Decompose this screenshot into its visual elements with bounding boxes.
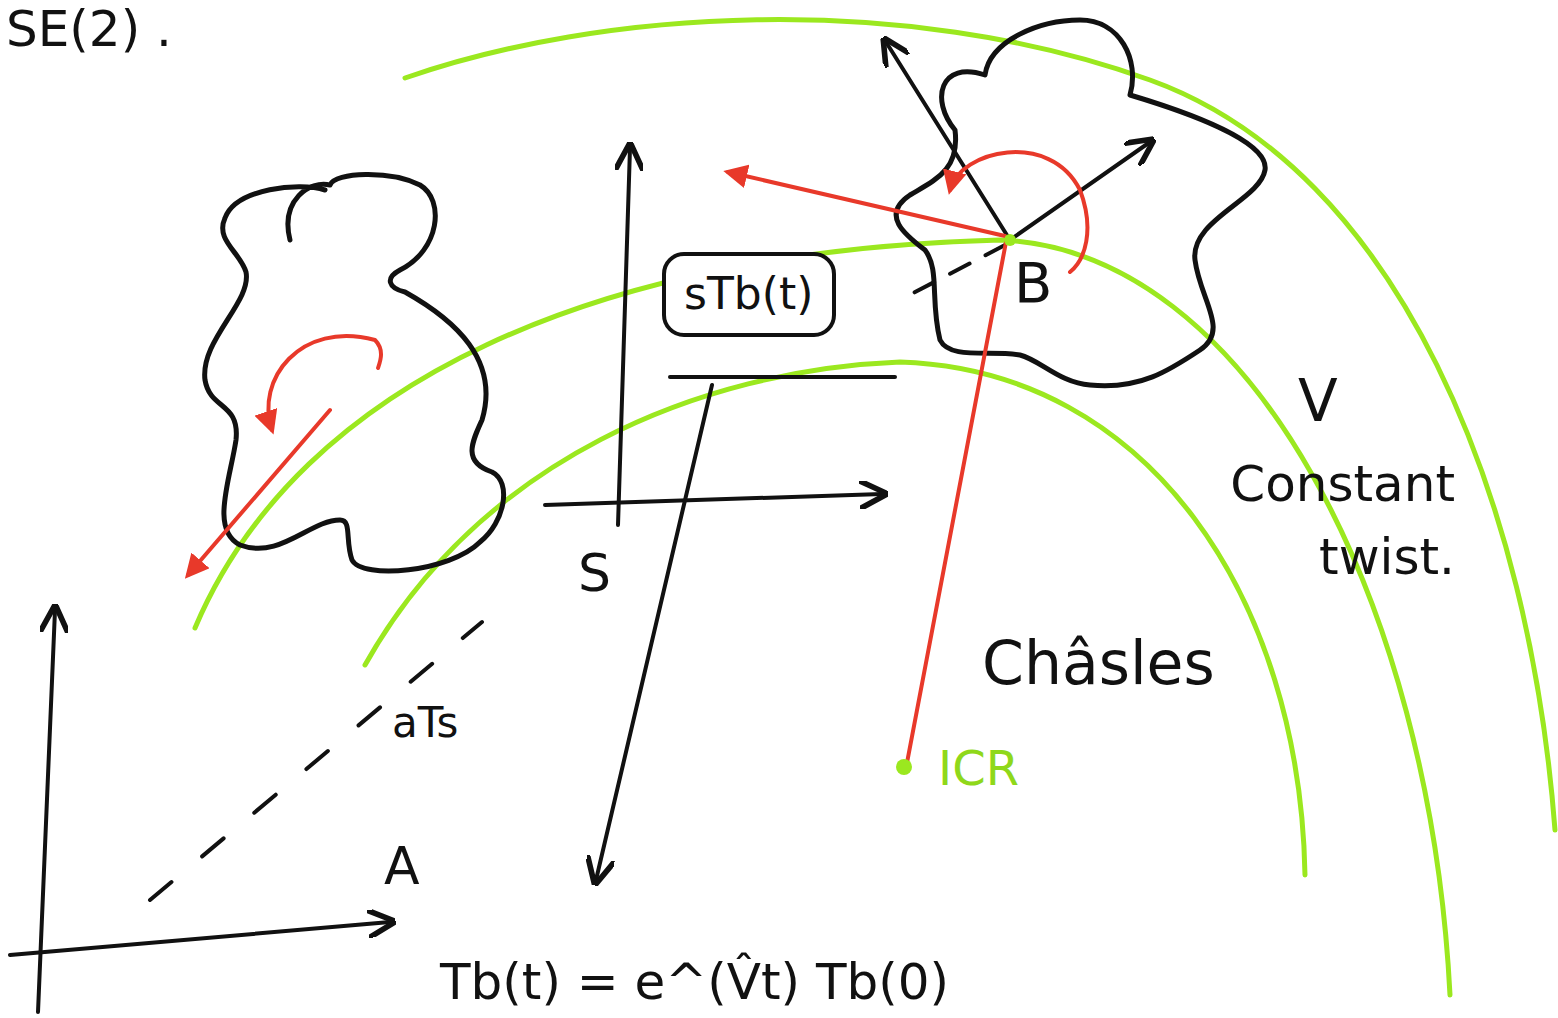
transform-box: sTb(t) — [662, 252, 836, 337]
transform-name: sTb(t) — [684, 270, 814, 318]
rigid-bodies — [205, 20, 1266, 571]
icr-point — [896, 759, 912, 775]
coordinate-frames — [10, 42, 1150, 1012]
twist-name: V — [1298, 370, 1338, 434]
twist-arrows — [188, 152, 1087, 768]
frame-name: S — [578, 545, 611, 602]
note-text: Constant twist. — [1175, 448, 1455, 593]
frame-name: B — [1014, 252, 1052, 314]
heading-text: SE(2) . — [6, 2, 172, 57]
transform-name: aTs — [392, 700, 458, 746]
formula: Tb(t) = e^(V̂t) Tb(0) — [440, 955, 949, 1010]
theorem-name: Châsles — [982, 630, 1215, 696]
frame-name: A — [384, 838, 420, 895]
body-origin — [1004, 234, 1016, 246]
trajectory-arcs — [195, 20, 1555, 995]
icr-label: ICR — [938, 742, 1019, 795]
